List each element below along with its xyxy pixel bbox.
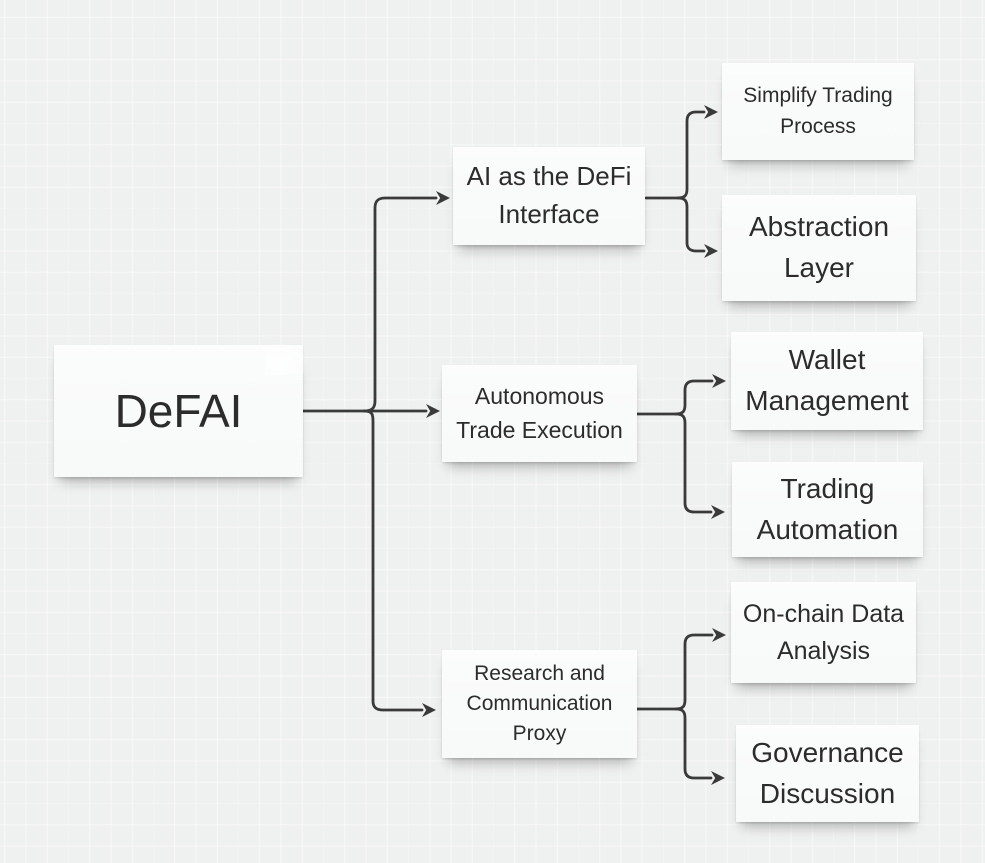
node-label: DeFAI <box>114 384 243 437</box>
edge-root-to-ai-interface <box>362 191 450 413</box>
node-label: Research and Communication Proxy <box>466 662 613 745</box>
node-ai-as-the-defi-interface[interactable]: AI as the DeFi Interface <box>453 147 645 245</box>
edge-auto-to-wallet <box>674 374 726 416</box>
edge-research-to-governance <box>674 707 725 785</box>
node-label: Governance Discussion <box>751 736 904 809</box>
node-wallet-management[interactable]: Wallet Management <box>731 332 923 430</box>
node-label: Abstraction Layer <box>748 211 890 283</box>
edge-auto-to-trading <box>674 412 725 519</box>
node-label: Autonomous Trade Execution <box>456 383 623 443</box>
node-trading-automation[interactable]: Trading Automation <box>732 462 923 557</box>
node-label: Simplify Trading Process <box>743 84 893 138</box>
node-label: Wallet Management <box>745 344 909 416</box>
node-simplify-trading-process[interactable]: Simplify Trading Process <box>722 63 914 160</box>
edge-ai-to-simplify <box>676 105 718 200</box>
node-governance-discussion[interactable]: Governance Discussion <box>736 725 919 822</box>
node-label: On-chain Data Analysis <box>742 600 905 665</box>
node-abstraction-layer[interactable]: Abstraction Layer <box>722 195 916 301</box>
node-label: AI as the DeFi Interface <box>466 161 632 229</box>
node-research-and-communication-proxy[interactable]: Research and Communication Proxy <box>442 650 637 758</box>
edge-ai-to-abstraction <box>676 196 718 258</box>
edge-root-to-research <box>362 409 436 717</box>
edge-research-to-onchain <box>674 628 726 711</box>
node-label: Trading Automation <box>756 472 899 545</box>
node-root-defai[interactable]: DeFAI <box>54 341 311 477</box>
node-on-chain-data-analysis[interactable]: On-chain Data Analysis <box>731 582 916 683</box>
node-autonomous-trade-execution[interactable]: Autonomous Trade Execution <box>442 365 637 462</box>
